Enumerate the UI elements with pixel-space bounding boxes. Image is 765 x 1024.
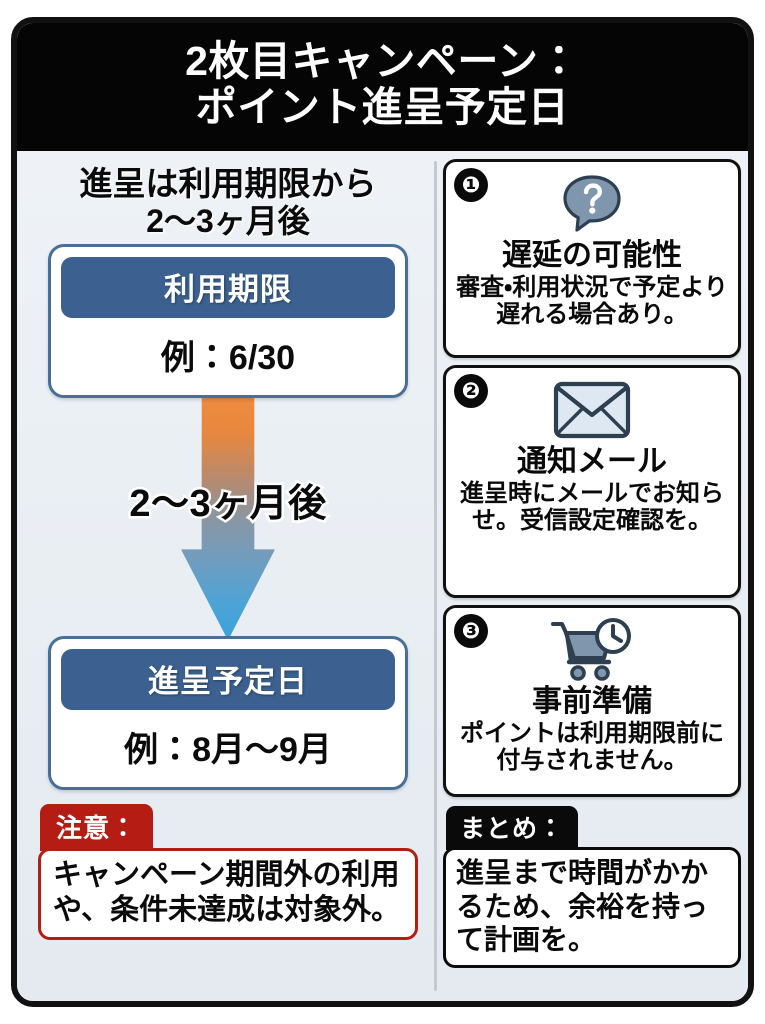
left-column: 進呈は利用期限から 2〜3ヶ月後 利用期限 例：6/30 2〜3ヶ月後 進呈予定…: [26, 159, 430, 993]
caution-tab-label: 注意：: [40, 804, 154, 852]
content-body: 進呈は利用期限から 2〜3ヶ月後 利用期限 例：6/30 2〜3ヶ月後 進呈予定…: [17, 151, 748, 1001]
shopping-cart-clock-icon: [454, 616, 730, 684]
card-title-2: 通知メール: [517, 445, 667, 478]
infographic-frame: 2枚目キャンペーン： ポイント進呈予定日 進呈は利用期限から 2〜3ヶ月後 利用…: [11, 17, 754, 1007]
stage-expiry-value: 例：6/30: [160, 339, 296, 378]
stage-expiry-bar-label: 利用期限: [61, 257, 395, 319]
card-desc-3: ポイントは利用期限前に付与されません。: [460, 719, 724, 775]
column-divider: [434, 161, 437, 991]
caution-text: キャンペーン期間外の利用や、条件未達成は対象外。: [38, 848, 418, 940]
right-column: ❶ 遅延の可能性 審査・利用状況で予定より遅れる場合あり。 ❷: [443, 159, 741, 993]
card-number-badge-3: ❸: [454, 614, 488, 648]
left-lead-line-2: 2〜3ヶ月後: [146, 203, 310, 240]
page-title-line-1: 2枚目キャンペーン：: [185, 37, 580, 84]
page-header: 2枚目キャンペーン： ポイント進呈予定日: [17, 23, 748, 151]
timeline-arrow-section: 2〜3ヶ月後: [26, 394, 430, 641]
card-title-1: 遅延の可能性: [502, 239, 682, 272]
stage-card-expiry: 利用期限 例：6/30: [48, 244, 408, 399]
card-desc-1: 審査・利用状況で予定より遅れる場合あり。: [456, 273, 728, 329]
info-card-notification-mail: ❷ 通知メール 進呈時にメールでお知らせ。受信設定確認を。: [443, 365, 741, 598]
card-number-badge-1: ❶: [454, 168, 488, 202]
stage-grant-bar-label: 進呈予定日: [61, 649, 395, 711]
info-card-preparation: ❸ 事前準備 ポイントは利用期限前に付与されません。: [443, 605, 741, 797]
left-lead-line-1: 進呈は利用期限から: [79, 165, 377, 202]
summary-box: まとめ： 進呈まで時間がかかるため、余裕を持って計画を。: [443, 806, 741, 968]
page-title-line-2: ポイント進呈予定日: [195, 84, 570, 130]
question-speech-bubble-icon: [454, 170, 730, 238]
envelope-icon: [454, 376, 730, 444]
card-title-3: 事前準備: [532, 685, 652, 718]
summary-text: 進呈まで時間がかかるため、余裕を持って計画を。: [443, 847, 741, 968]
left-lead-heading: 進呈は利用期限から 2〜3ヶ月後: [26, 165, 430, 240]
summary-tab-label: まとめ：: [446, 806, 579, 850]
caution-box: 注意： キャンペーン期間外の利用や、条件未達成は対象外。: [38, 804, 418, 940]
stage-card-grant-date: 進呈予定日 例：8月〜9月: [48, 636, 408, 791]
arrow-duration-label: 2〜3ヶ月後: [127, 481, 329, 528]
info-card-delay: ❶ 遅延の可能性 審査・利用状況で予定より遅れる場合あり。: [443, 159, 741, 358]
card-number-badge-2: ❷: [454, 374, 488, 408]
stage-grant-value: 例：8月〜9月: [124, 731, 332, 770]
card-desc-2: 進呈時にメールでお知らせ。受信設定確認を。: [460, 479, 724, 535]
